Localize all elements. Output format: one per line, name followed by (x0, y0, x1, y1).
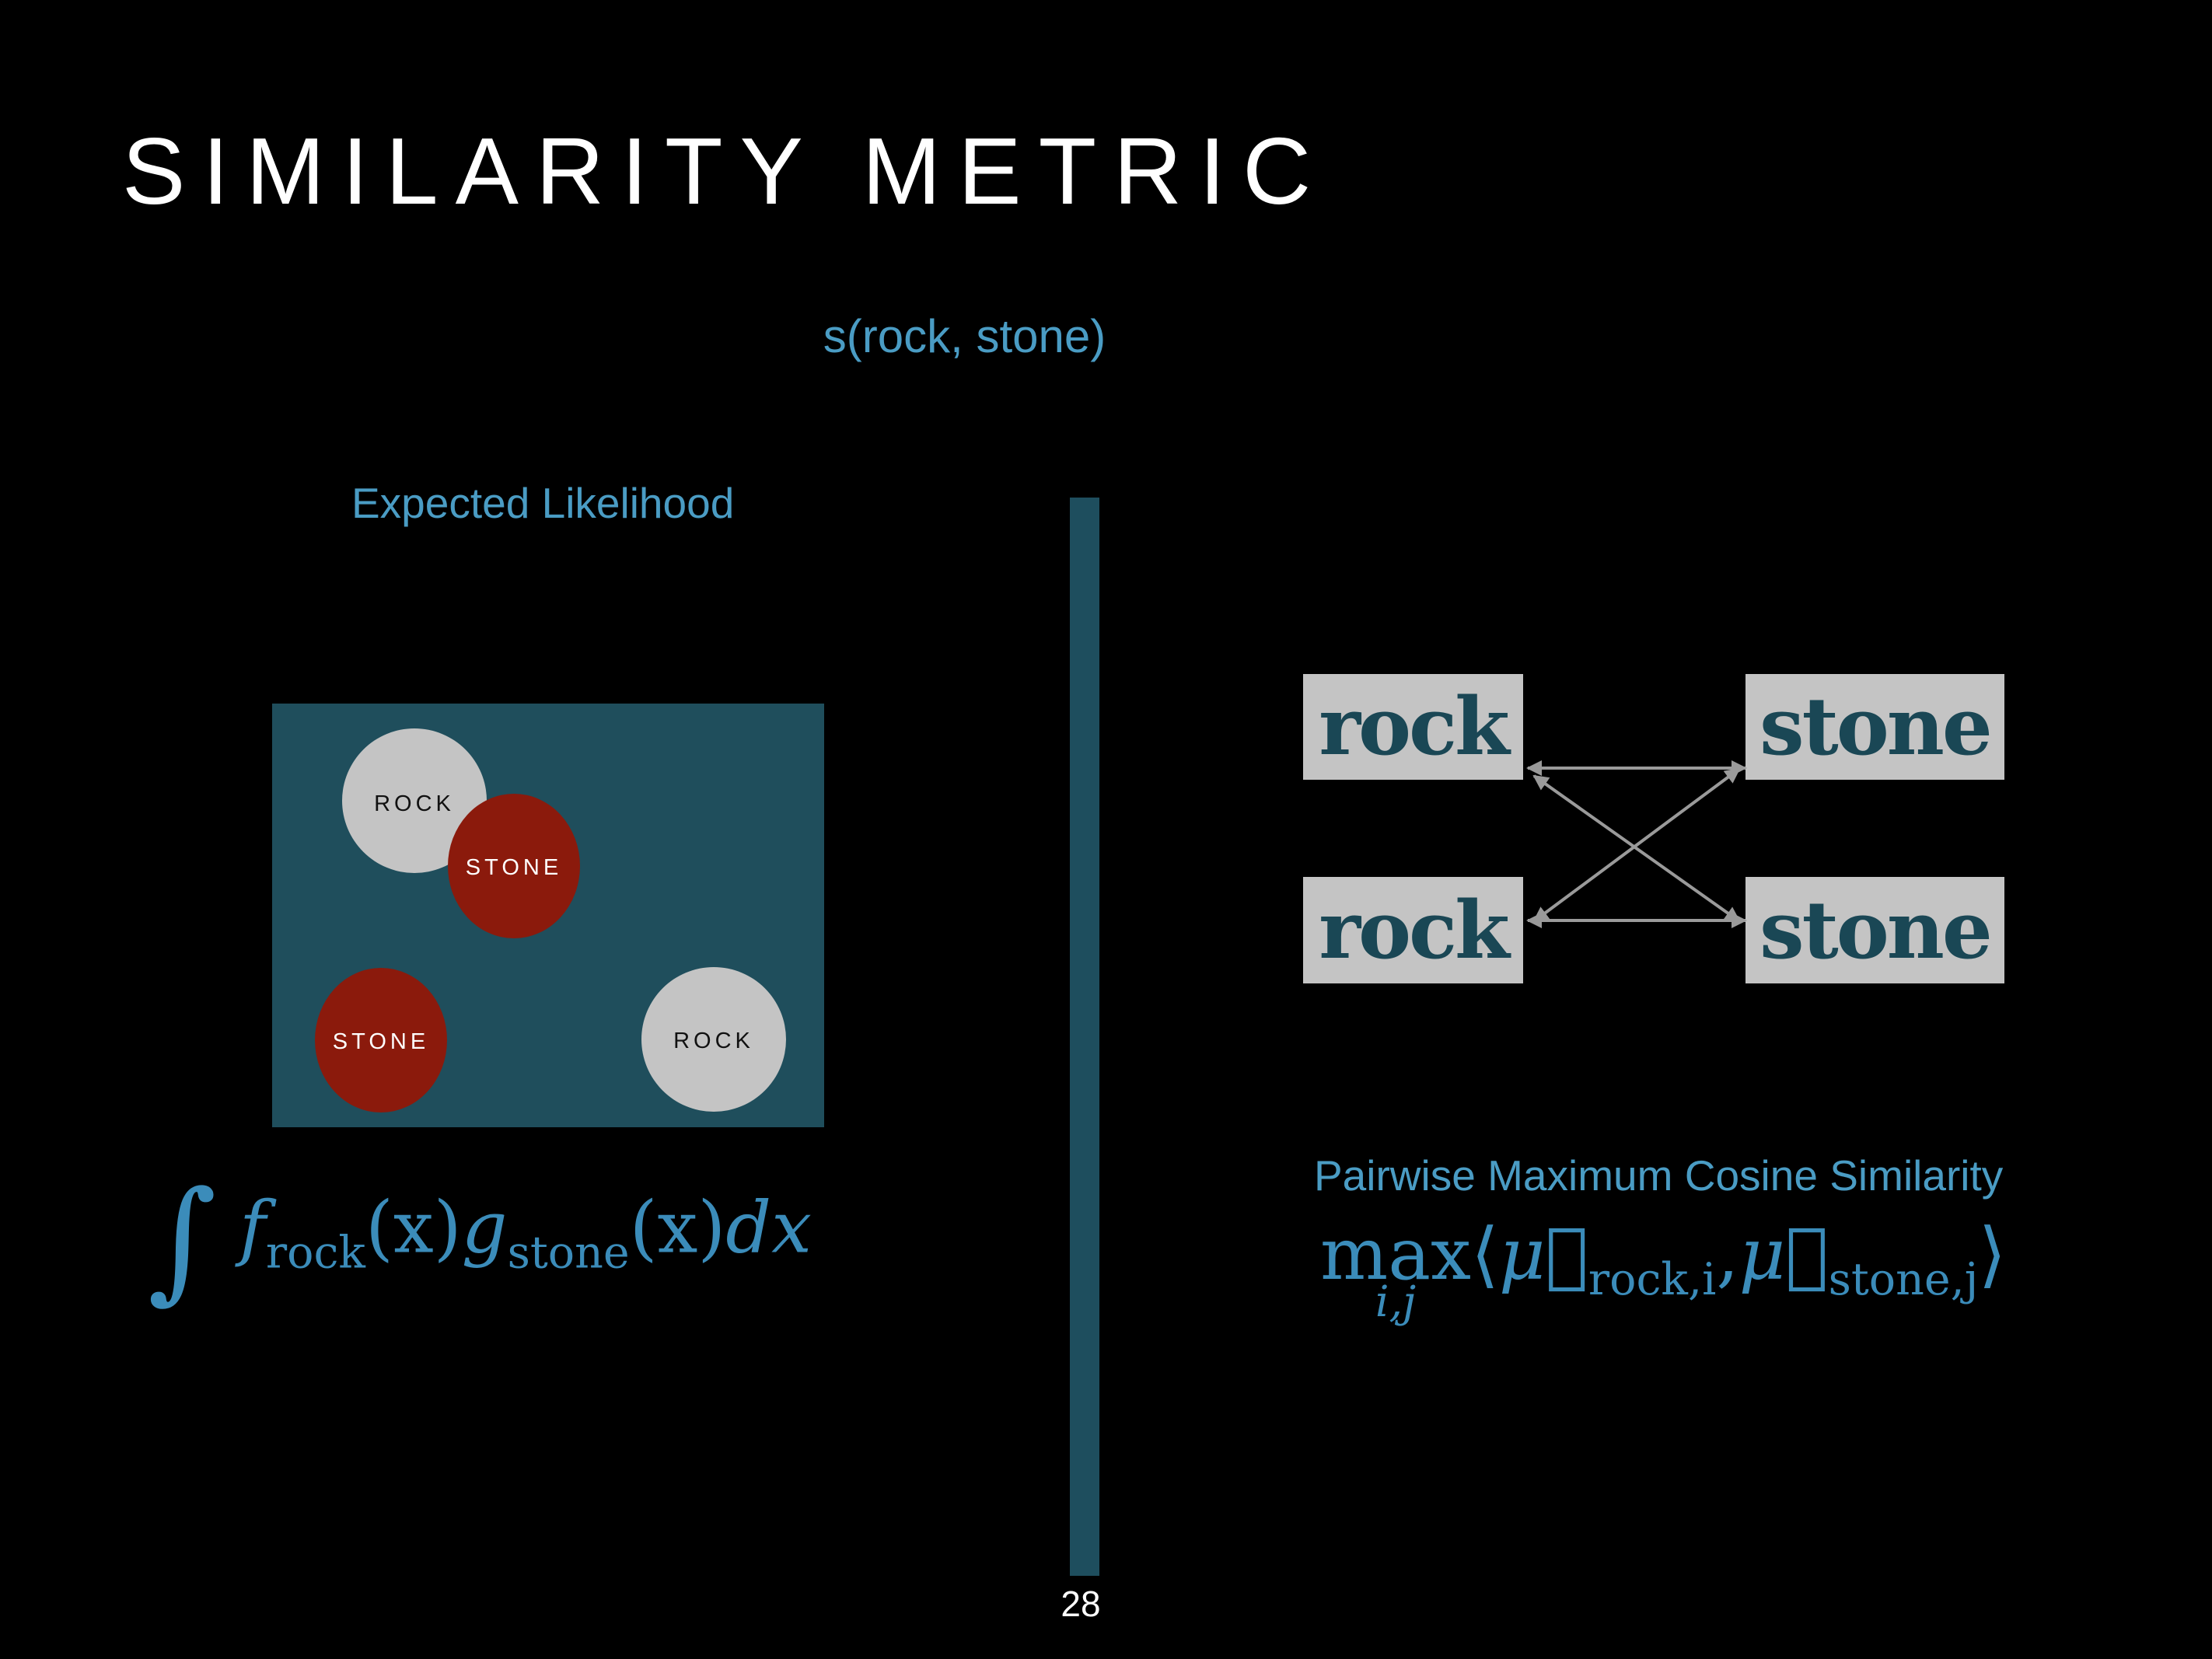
dx-term: dx (725, 1186, 812, 1270)
pairwise-cosine-formula: max i,j ⟨μ⃗rock,i,μ⃗stone,j⟩ (1320, 1219, 2006, 1324)
mu-stone-subscript: stone,j (1828, 1253, 1979, 1305)
expected-likelihood-label: Expected Likelihood (351, 479, 735, 527)
word-box-rock-top: rock (1303, 674, 1523, 780)
page-number: 28 (1061, 1584, 1101, 1624)
circle-label: ROCK (673, 1029, 754, 1053)
word-box-rock-bottom: rock (1303, 877, 1523, 983)
rock-circle-top: ROCK (342, 728, 487, 873)
arrow-diagonal-up (1532, 767, 1741, 923)
pairwise-arrows (1526, 760, 1747, 928)
mu-symbol: μ⃗ (1738, 1213, 1829, 1296)
mu-rock-subscript: rock,i (1588, 1253, 1717, 1305)
x-arg-1: (x) (365, 1186, 462, 1270)
word-box-stone-top: stone (1745, 674, 2004, 780)
slide-subtitle: s(rock, stone) (0, 309, 2212, 363)
g-subscript: stone (507, 1227, 630, 1279)
integral-sign: ∫ (148, 1163, 217, 1317)
circle-label: STONE (466, 855, 562, 880)
mu-rock: μ⃗rock,i (1498, 1213, 1716, 1302)
subtitle-text: s(rock, stone) (823, 310, 1106, 362)
pairwise-cosine-label: Pairwise Maximum Cosine Similarity (1314, 1151, 2004, 1200)
x-arg-2: (x) (629, 1186, 726, 1270)
close-bracket: ⟩ (1978, 1213, 2007, 1296)
expected-likelihood-formula: ∫ frock(x)gstone(x)dx (148, 1174, 812, 1306)
section-divider (1070, 498, 1099, 1576)
rock-circle-bottom: ROCK (641, 967, 786, 1112)
gaussian-panel: ROCK STONE STONE ROCK (272, 704, 824, 1127)
stone-circle-bottom: STONE (315, 968, 447, 1112)
circle-label: STONE (333, 1029, 429, 1054)
word-box-stone-bottom: stone (1745, 877, 2004, 983)
stone-circle-top: STONE (448, 794, 580, 938)
f-subscript: rock (265, 1227, 365, 1279)
slide-title: SIMILARITY METRIC (122, 118, 1329, 224)
g-symbol: g (461, 1186, 508, 1270)
max-operator: max i,j (1320, 1219, 1471, 1324)
circle-label: ROCK (374, 791, 455, 816)
open-bracket: ⟨ (1470, 1213, 1499, 1296)
mu-symbol: μ⃗ (1498, 1213, 1588, 1296)
f-symbol: f (239, 1186, 266, 1270)
mu-stone: μ⃗stone,j (1738, 1213, 1979, 1302)
comma: , (1716, 1213, 1739, 1296)
max-word: max (1320, 1213, 1471, 1296)
max-subscript: i,j (1375, 1277, 1417, 1327)
